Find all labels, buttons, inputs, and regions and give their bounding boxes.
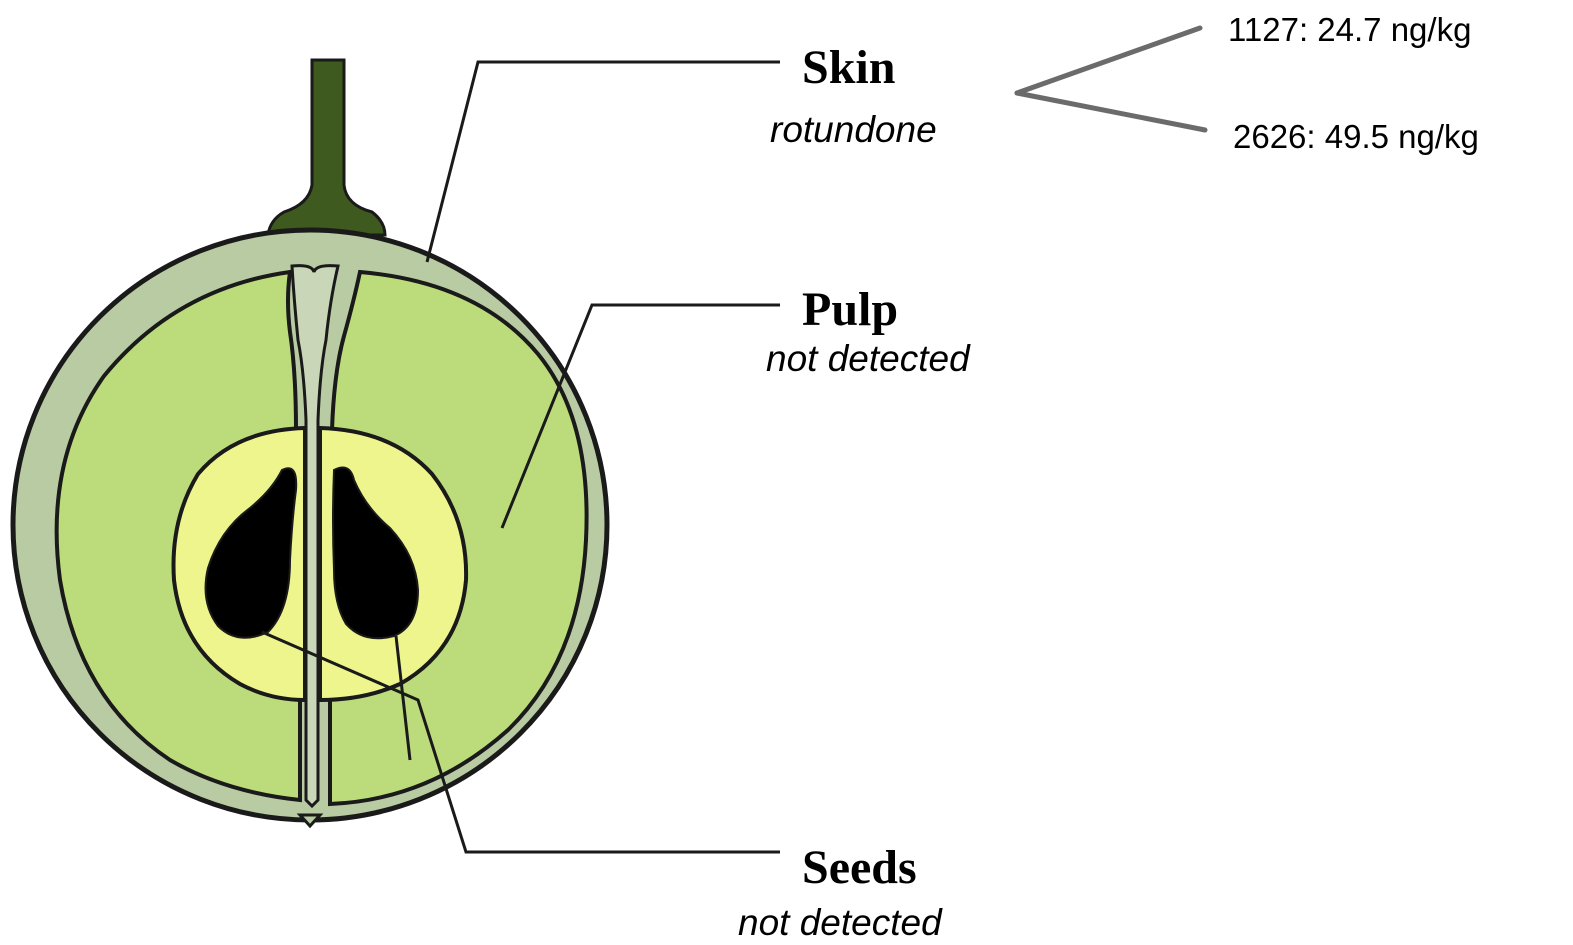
seeds-note: not detected: [738, 902, 943, 943]
skin-label: Skin: [802, 41, 895, 94]
skin-leader-line: [427, 62, 780, 262]
seeds-label: Seeds: [802, 841, 917, 894]
skin-value-2: 2626: 49.5 ng/kg: [1233, 118, 1479, 155]
branch-line-lower: [1017, 93, 1205, 130]
value-branch-lines: [1017, 28, 1205, 130]
skin-value-1: 1127: 24.7 ng/kg: [1228, 11, 1471, 48]
pulp-note: not detected: [766, 338, 971, 379]
branch-line-upper: [1017, 28, 1200, 93]
pulp-label: Pulp: [802, 283, 898, 336]
skin-note: rotundone: [770, 109, 937, 150]
stem: [268, 60, 385, 235]
